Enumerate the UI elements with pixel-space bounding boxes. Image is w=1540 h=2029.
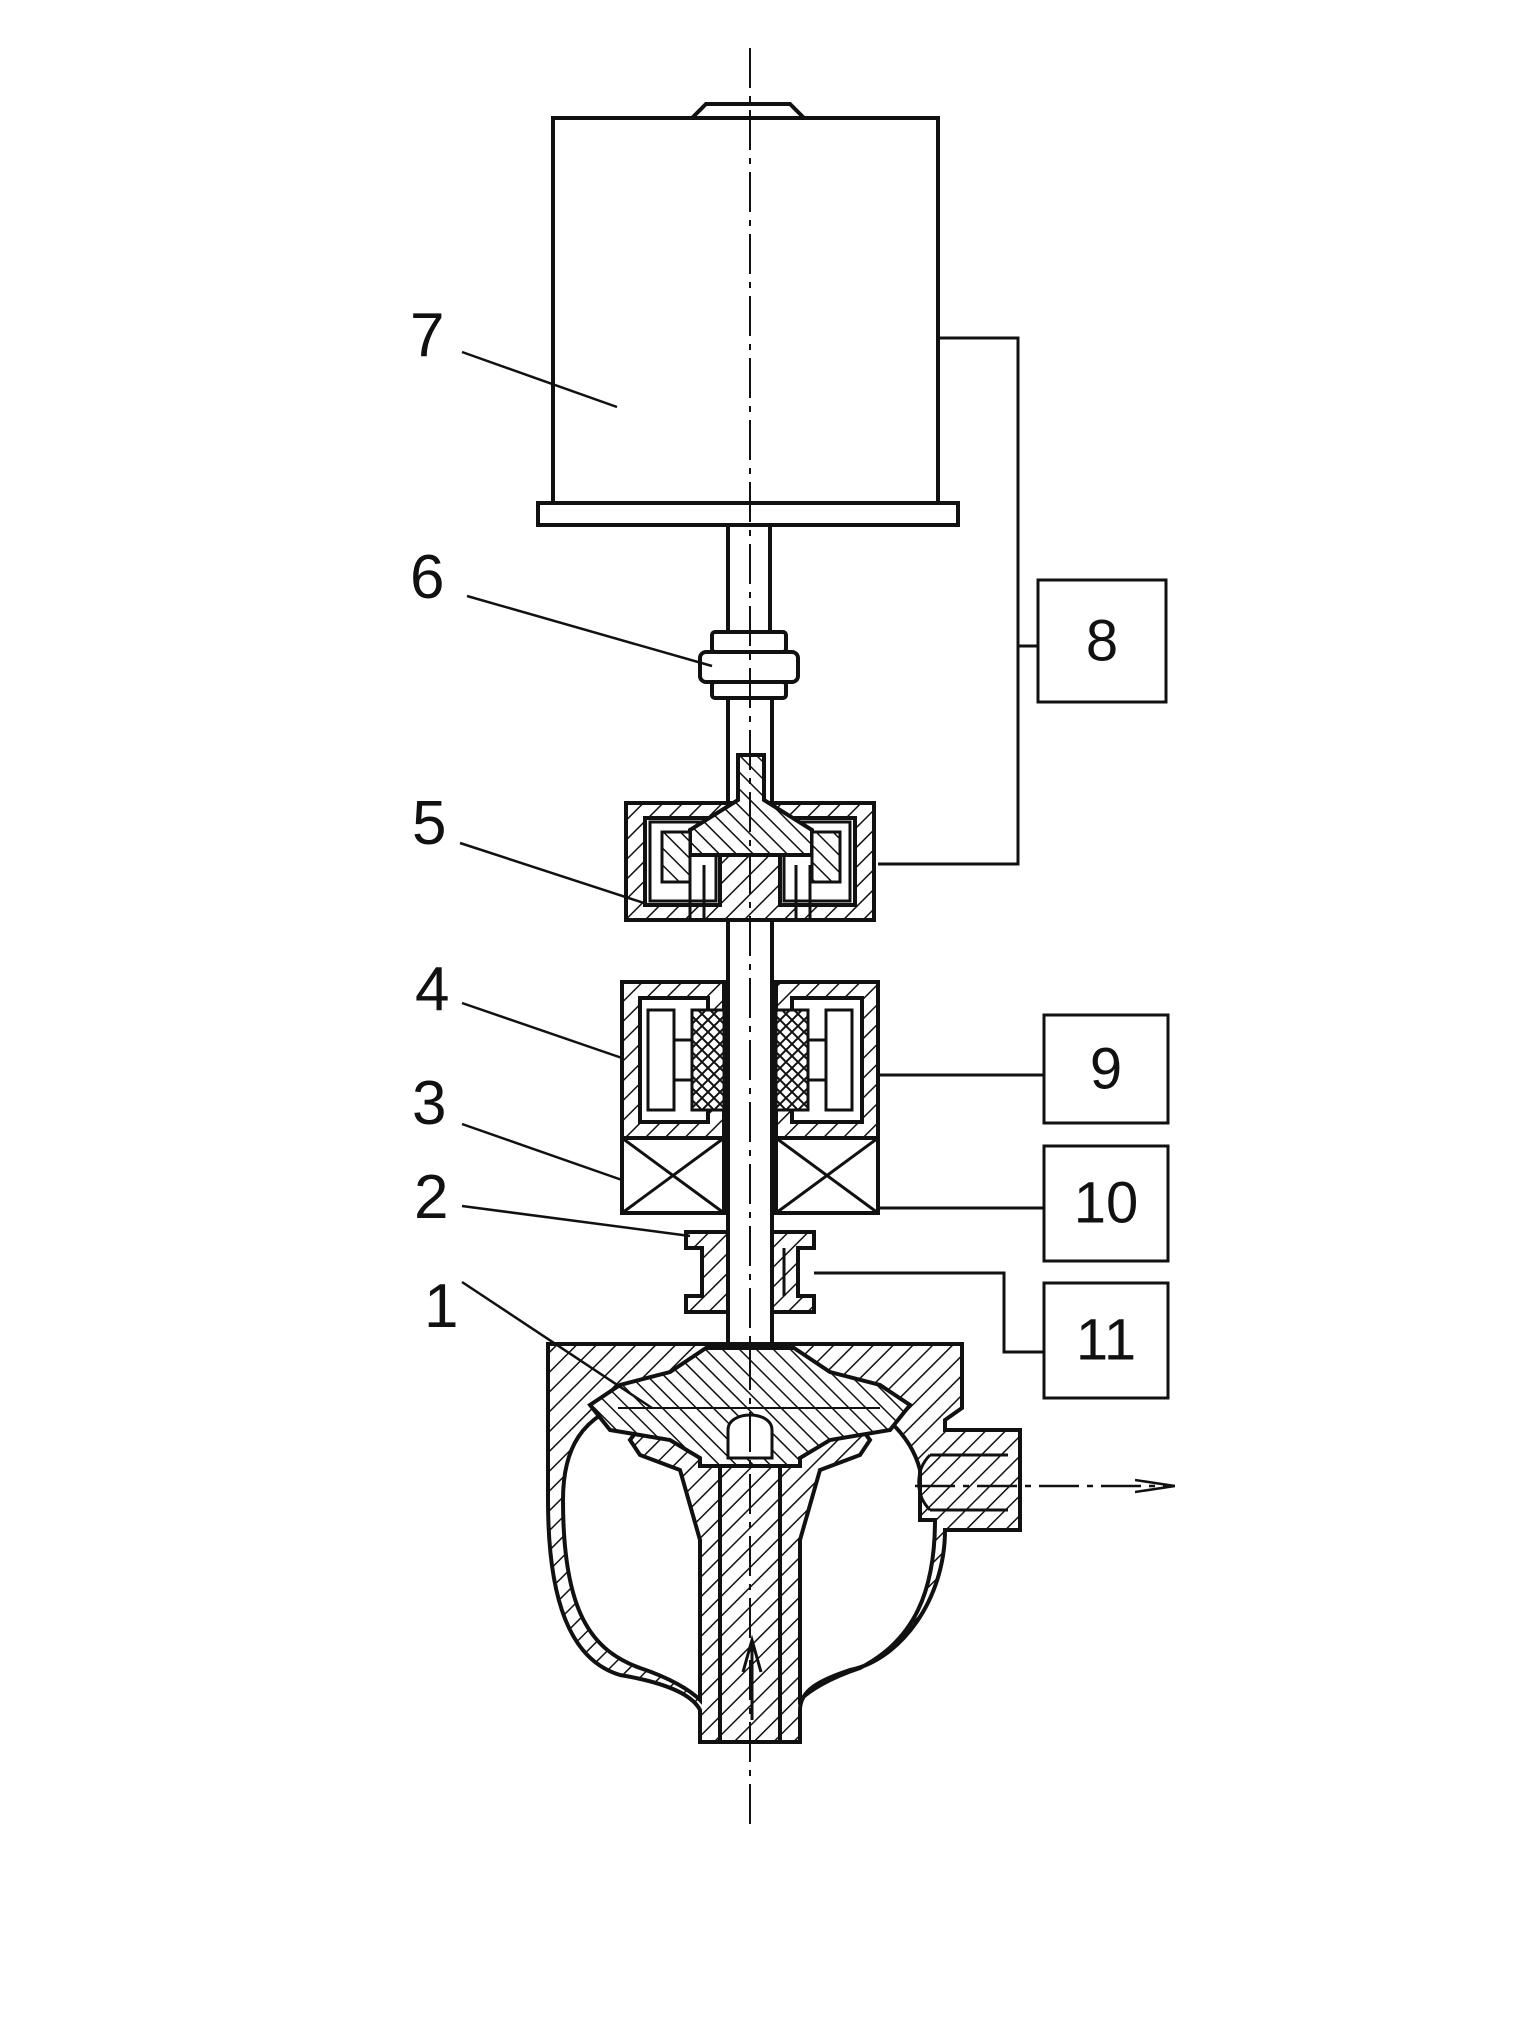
block-8-label: 8 — [1086, 609, 1118, 674]
block-11: 11 — [1042, 1281, 1170, 1400]
label-1: 1 — [424, 1272, 458, 1341]
label-7: 7 — [410, 301, 444, 370]
block-9: 9 — [1042, 1013, 1170, 1125]
label-3: 3 — [412, 1069, 446, 1138]
label-5: 5 — [412, 789, 446, 858]
block-10: 10 — [1042, 1144, 1170, 1263]
motor — [536, 102, 960, 527]
inlet-flow-arrow — [741, 1634, 763, 1720]
label-4: 4 — [415, 955, 449, 1024]
label-2: 2 — [414, 1163, 448, 1232]
block-9-label: 9 — [1090, 1037, 1122, 1102]
block-10-label: 10 — [1074, 1171, 1139, 1236]
block-11-label: 11 — [1076, 1308, 1136, 1373]
control-wiring — [814, 336, 1044, 1354]
auxiliary-bearing — [684, 1230, 816, 1314]
block-8: 8 — [1036, 578, 1168, 704]
label-6: 6 — [410, 543, 444, 612]
motor-shaft — [726, 525, 772, 632]
leader-lines — [459, 350, 713, 1410]
position-sensor — [620, 1136, 880, 1215]
